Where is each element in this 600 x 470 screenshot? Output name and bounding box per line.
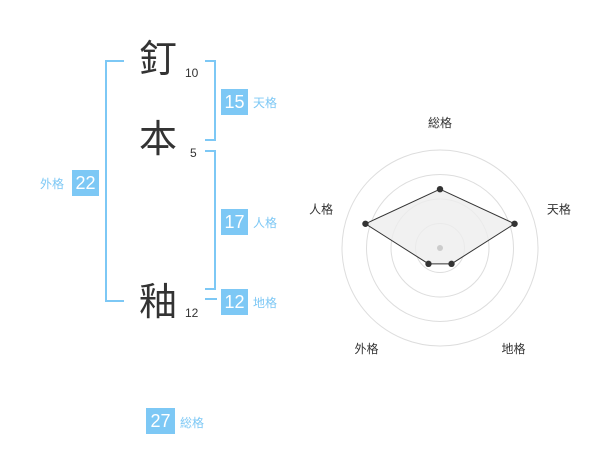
radar-axis-label: 人格	[309, 201, 333, 216]
radar-grid-ring	[366, 174, 514, 322]
tenkaku-bracket	[205, 60, 216, 141]
stroke-count-2: 5	[190, 146, 197, 160]
chikaku-label: 地格	[253, 296, 278, 310]
radar-series-area	[364, 188, 516, 265]
stroke-count-3: 12	[185, 306, 199, 320]
stroke-count-1: 10	[185, 66, 199, 80]
name-char-3: 釉	[139, 280, 178, 324]
radar-point	[425, 260, 432, 268]
gaikaku-label: 外格	[40, 177, 65, 191]
chikaku-value: 12	[221, 289, 248, 315]
radar-axis-label: 外格	[355, 341, 379, 356]
name-char-2: 本	[139, 117, 178, 161]
jinkaku-bracket	[205, 150, 216, 290]
jinkaku-value: 17	[221, 209, 248, 235]
radar-grid-ring	[341, 149, 539, 347]
gaikaku-value: 22	[72, 170, 99, 196]
radar-point	[436, 186, 444, 193]
outer-bracket	[105, 60, 124, 302]
radar-point	[511, 220, 518, 227]
radar-axis-label: 天格	[547, 201, 571, 216]
tenkaku-label: 天格	[253, 96, 278, 110]
soukaku-label: 総格	[180, 416, 205, 430]
tenkaku-value: 15	[221, 89, 248, 115]
jinkaku-label: 人格	[253, 216, 278, 230]
radar-axis-label: 総格	[428, 115, 452, 130]
radar-point	[448, 260, 455, 268]
name-char-1: 釘	[139, 37, 178, 81]
chikaku-connector	[205, 298, 217, 300]
radar-axis-label: 地格	[501, 341, 525, 356]
radar-point	[362, 220, 369, 227]
radar-center-dot	[437, 245, 443, 251]
soukaku-value: 27	[146, 408, 175, 434]
